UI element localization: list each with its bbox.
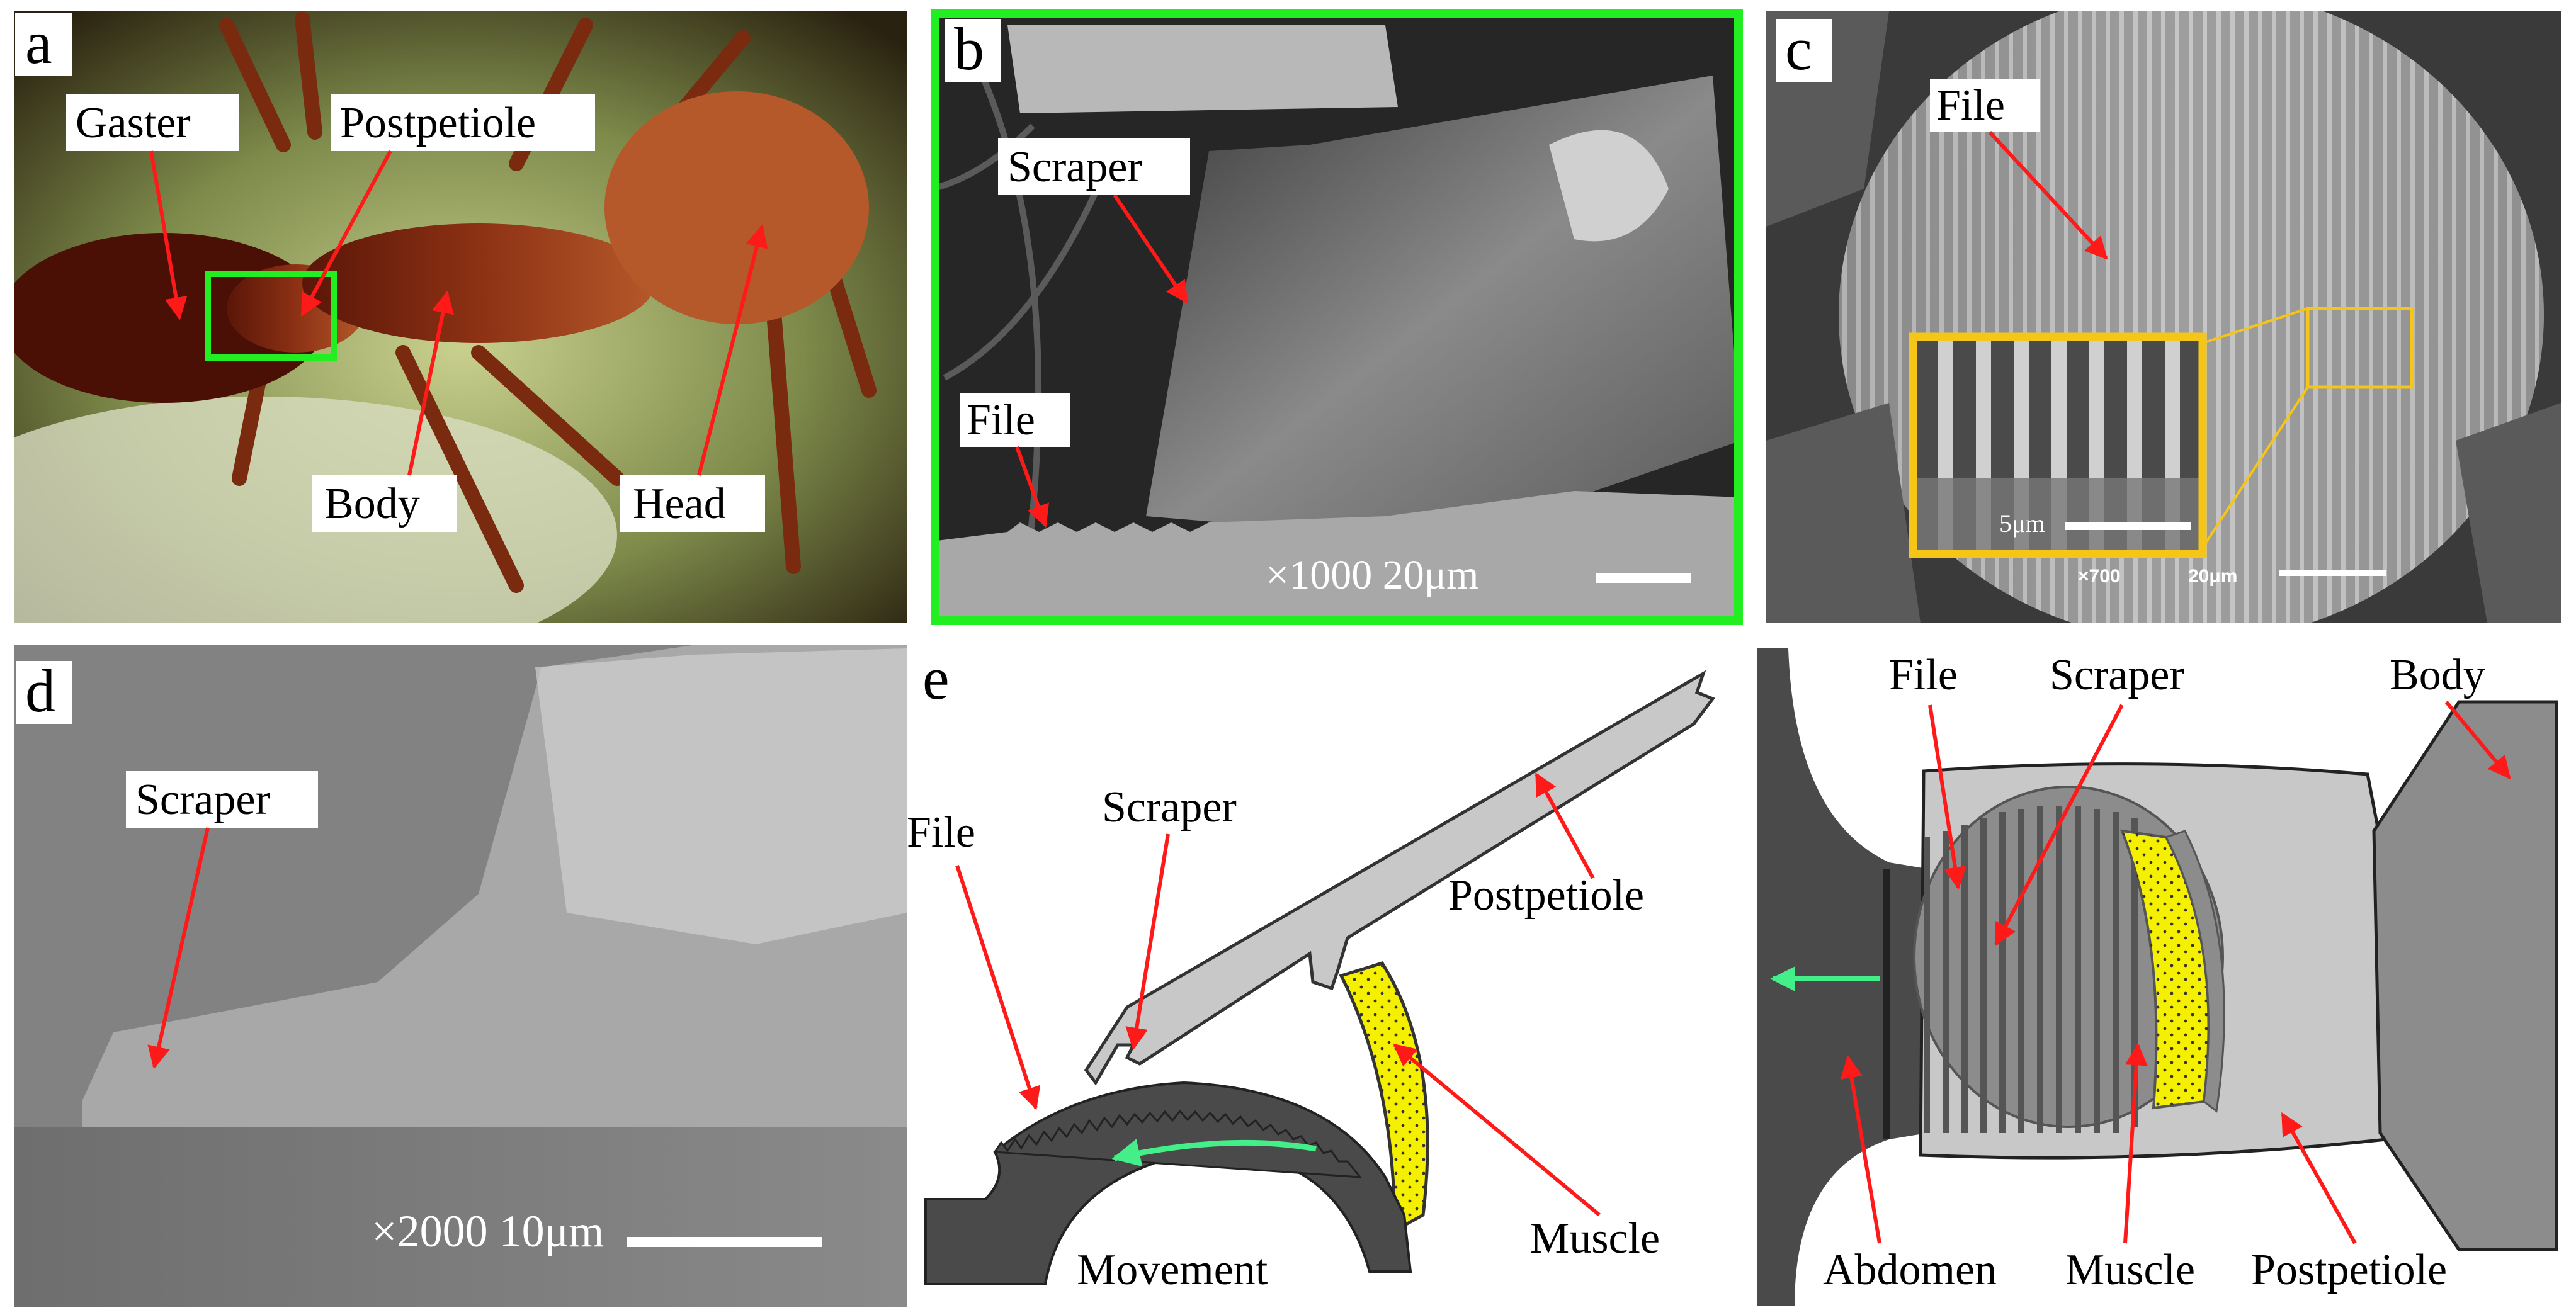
panel-d-letter: d: [25, 657, 55, 725]
label-file-b: File: [967, 396, 1035, 444]
scale-label-c-len: 20μm: [2188, 566, 2237, 587]
ant-body: [302, 223, 655, 343]
label-file-f: File: [1889, 651, 1958, 699]
arrow-file-b: [1015, 446, 1049, 528]
label-scraper-f: Scraper: [2050, 651, 2184, 699]
panel-b: b Scraper File ×1000 20μm: [931, 9, 1743, 625]
label-head: Head: [633, 480, 726, 528]
arrow-gaster: [149, 150, 188, 320]
label-movement: Movement: [1077, 1246, 1268, 1294]
arrow-postpetiole-e: [1535, 772, 1595, 879]
scale-label-c-mag: ×700: [2078, 566, 2121, 587]
label-file-c: File: [1936, 81, 2005, 130]
postpetiole-selection-box: [205, 271, 337, 361]
panel-e: e File Scraper Postpetiole Muscle Moveme…: [907, 645, 1715, 1294]
arrow-body-f: [2444, 701, 2511, 779]
panel-a-letter: a: [25, 9, 52, 76]
scale-bar-c: [2279, 570, 2386, 576]
arrow-scraper-b: [1113, 194, 1189, 304]
arrow-body-a: [407, 290, 455, 476]
inset-source-box: [2306, 307, 2414, 389]
arrow-file-c: [1988, 130, 2108, 260]
label-scraper-d: Scraper: [135, 776, 270, 824]
arrow-postpetiole-a: [300, 150, 392, 317]
file-ridge-sem: [932, 491, 1741, 623]
arrow-head: [697, 224, 768, 476]
label-file-e: File: [907, 808, 975, 857]
label-postpetiole-e: Postpetiole: [1448, 871, 1644, 920]
movement-arrow-e: [1111, 1139, 1317, 1167]
panel-d: d Scraper ×2000 10μm: [14, 645, 907, 1307]
label-muscle-f: Muscle: [2065, 1246, 2195, 1294]
scale-bar-d: [627, 1237, 822, 1247]
label-abdomen: Abdomen: [1823, 1246, 1997, 1294]
panel-e-letter: e: [922, 645, 950, 712]
diagram-scraper-f: [2164, 830, 2225, 1113]
panel-f: f File Scraper Body Abdomen Muscle Postp…: [1757, 645, 2558, 1306]
label-postpetiole-f: Postpetiole: [2251, 1246, 2447, 1294]
scale-bar-b: [1596, 573, 1691, 583]
diagram-body-f: [2372, 700, 2558, 1251]
arrow-muscle-f: [2123, 1042, 2148, 1244]
label-gaster: Gaster: [76, 99, 191, 147]
arrow-scraper-f: [1994, 704, 2124, 947]
label-postpetiole-a: Postpetiole: [340, 99, 536, 147]
arrow-muscle-e: [1393, 1043, 1601, 1217]
arrow-scraper-e: [1125, 833, 1170, 1051]
panel-a: a Gaster Postpetiole Body Head: [14, 9, 907, 623]
arrow-abdomen: [1840, 1055, 1881, 1244]
panel-b-frame: [931, 9, 1743, 625]
label-body-f: Body: [2390, 651, 2485, 699]
scale-label-inset: 5μm: [1999, 509, 2045, 538]
arrow-scraper-d: [147, 827, 210, 1069]
label-muscle-e: Muscle: [1530, 1214, 1660, 1263]
panel-b-letter: b: [954, 15, 984, 82]
scale-label-d: ×2000 10μm: [372, 1206, 604, 1256]
label-body-a: Body: [324, 480, 420, 528]
ant-head: [604, 91, 869, 324]
label-scraper-b: Scraper: [1007, 143, 1142, 191]
scale-bar-inset: [2065, 522, 2191, 530]
label-scraper-e: Scraper: [1102, 783, 1237, 832]
arrow-postpetiole-f: [2281, 1112, 2357, 1244]
arrow-file-e: [955, 865, 1041, 1110]
inset-frame: [1909, 332, 2207, 558]
arrow-file-f: [1928, 704, 1966, 890]
panel-c-letter: c: [1785, 15, 1812, 82]
scale-label-b: ×1000 20μm: [1266, 552, 1478, 598]
panel-c: 5μm c File ×700 20μm: [1766, 11, 2561, 623]
